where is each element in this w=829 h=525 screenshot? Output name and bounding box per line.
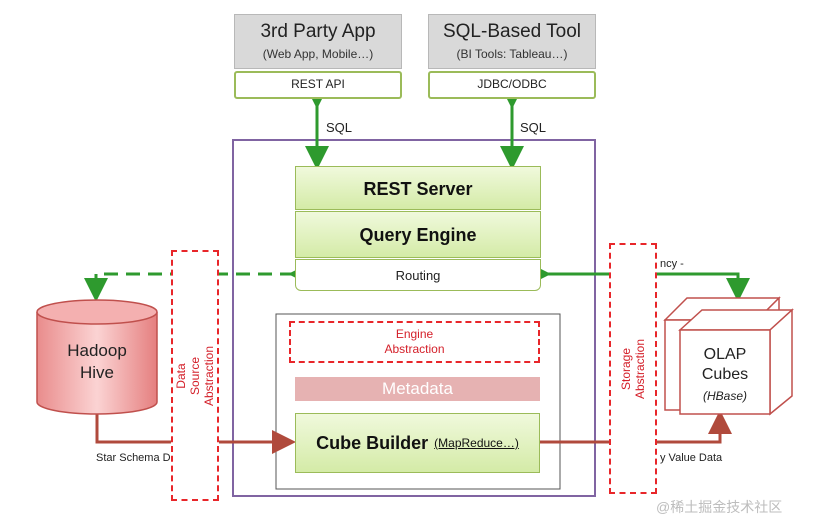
rest-server-block: REST Server bbox=[295, 166, 541, 210]
sql-tool-box: SQL-Based Tool (BI Tools: Tableau…) bbox=[428, 14, 596, 69]
rest-api-box: REST API bbox=[234, 71, 402, 99]
olap-cubes-label: OLAP Cubes bbox=[701, 346, 749, 383]
server-boundary bbox=[232, 139, 596, 497]
storage-abstraction-label: Storage Abstraction bbox=[619, 338, 647, 399]
routing-block: Routing bbox=[295, 259, 541, 291]
jdbc-odbc-box: JDBC/ODBC bbox=[428, 71, 596, 99]
engine-abstraction-box: Engine Abstraction bbox=[289, 321, 540, 363]
cube-subsystem-boundary bbox=[275, 313, 561, 490]
sql-tool-title: SQL-Based Tool bbox=[442, 21, 581, 42]
data-source-abstraction-label: Data Source Abstraction bbox=[174, 345, 216, 406]
metadata-block: Metadata bbox=[295, 377, 540, 401]
third-party-app-box: 3rd Party App (Web App, Mobile…) bbox=[234, 14, 402, 69]
cube-builder-title: Cube Builder bbox=[316, 432, 429, 453]
storage-abstraction-box: Storage Abstraction bbox=[609, 243, 657, 494]
star-schema-label: Star Schema D bbox=[96, 452, 171, 464]
olap-cubes-shape bbox=[663, 296, 794, 416]
cube-builder-block: Cube Builder (MapReduce…) bbox=[295, 413, 540, 473]
hadoop-hive-label: Hadoop Hive bbox=[67, 341, 127, 382]
watermark: @稀土掘金技术社区 bbox=[656, 499, 783, 515]
third-party-app-title: 3rd Party App bbox=[260, 21, 376, 42]
routing-to-hadoop-arrow bbox=[84, 262, 312, 302]
third-party-app-subtitle: (Web App, Mobile…) bbox=[262, 47, 374, 61]
cube-builder-subtitle: (MapReduce…) bbox=[434, 436, 519, 450]
query-engine-block: Query Engine bbox=[295, 211, 541, 258]
hadoop-to-cube-builder-arrow bbox=[95, 412, 296, 454]
hbase-label: (HBase) bbox=[702, 389, 747, 403]
sql-tool-subtitle: (BI Tools: Tableau…) bbox=[456, 47, 568, 61]
sql-label-right: SQL bbox=[520, 120, 547, 135]
hadoop-cylinder bbox=[36, 299, 158, 415]
key-value-label: y Value Data bbox=[660, 452, 723, 464]
latency-label: ncy - bbox=[660, 258, 684, 270]
cube-builder-to-olap-arrow bbox=[540, 410, 732, 444]
data-source-abstraction-box: Data Source Abstraction bbox=[171, 250, 219, 501]
sql-label-left: SQL bbox=[326, 120, 353, 135]
